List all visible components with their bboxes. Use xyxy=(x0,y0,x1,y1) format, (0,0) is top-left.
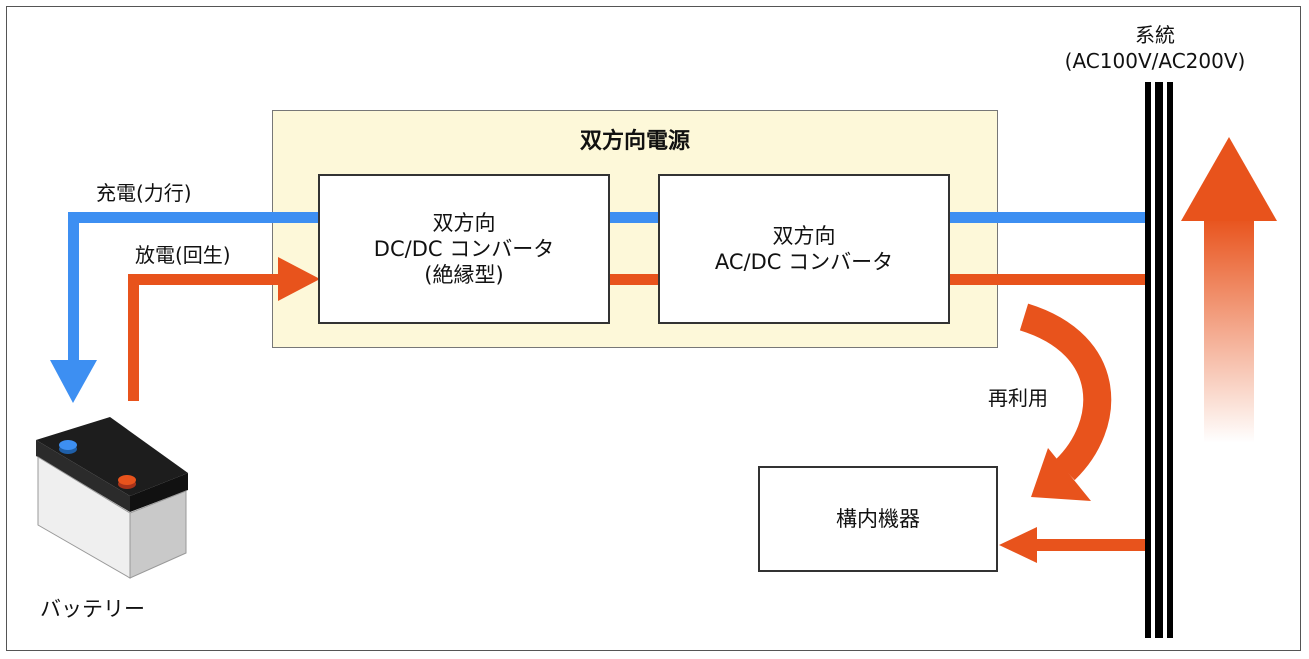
reuse-label: 再利用 xyxy=(988,386,1048,410)
power-unit-title: 双方向電源 xyxy=(579,129,690,154)
load-label: 構内機器 xyxy=(836,507,920,531)
charge-label: 充電(力行) xyxy=(96,181,192,205)
dcdc-line3: (絶縁型) xyxy=(424,263,504,287)
reuse-curved-arrow xyxy=(1019,303,1112,501)
load-equipment-box: 構内機器 xyxy=(758,466,998,572)
discharge-flow-line xyxy=(128,257,320,401)
battery-icon xyxy=(36,417,188,579)
charge-flow-line xyxy=(50,212,320,403)
acdc-line1: 双方向 xyxy=(772,224,836,248)
grid-link-charge xyxy=(947,212,1145,223)
grid-upflow-arrow xyxy=(1181,137,1277,443)
grid-label-line1: 系統 xyxy=(1135,23,1175,47)
discharge-label: 放電(回生) xyxy=(135,243,231,267)
load-supply-arrow xyxy=(999,527,1145,563)
grid-bus xyxy=(1145,82,1173,638)
dc-link-discharge xyxy=(608,274,660,285)
dcdc-converter-box: 双方向 DC/DC コンバータ (絶縁型) xyxy=(318,174,610,324)
acdc-converter-box: 双方向 AC/DC コンバータ xyxy=(658,174,950,324)
diagram-frame xyxy=(6,6,1301,651)
dcdc-line2: DC/DC コンバータ xyxy=(373,237,555,261)
dc-link-charge xyxy=(608,212,660,223)
battery-label: バッテリー xyxy=(40,597,145,621)
grid-link-discharge xyxy=(947,274,1145,285)
grid-label-line2: (AC100V/AC200V) xyxy=(1064,49,1246,73)
dcdc-line1: 双方向 xyxy=(432,211,496,235)
acdc-line2: AC/DC コンバータ xyxy=(714,250,894,274)
